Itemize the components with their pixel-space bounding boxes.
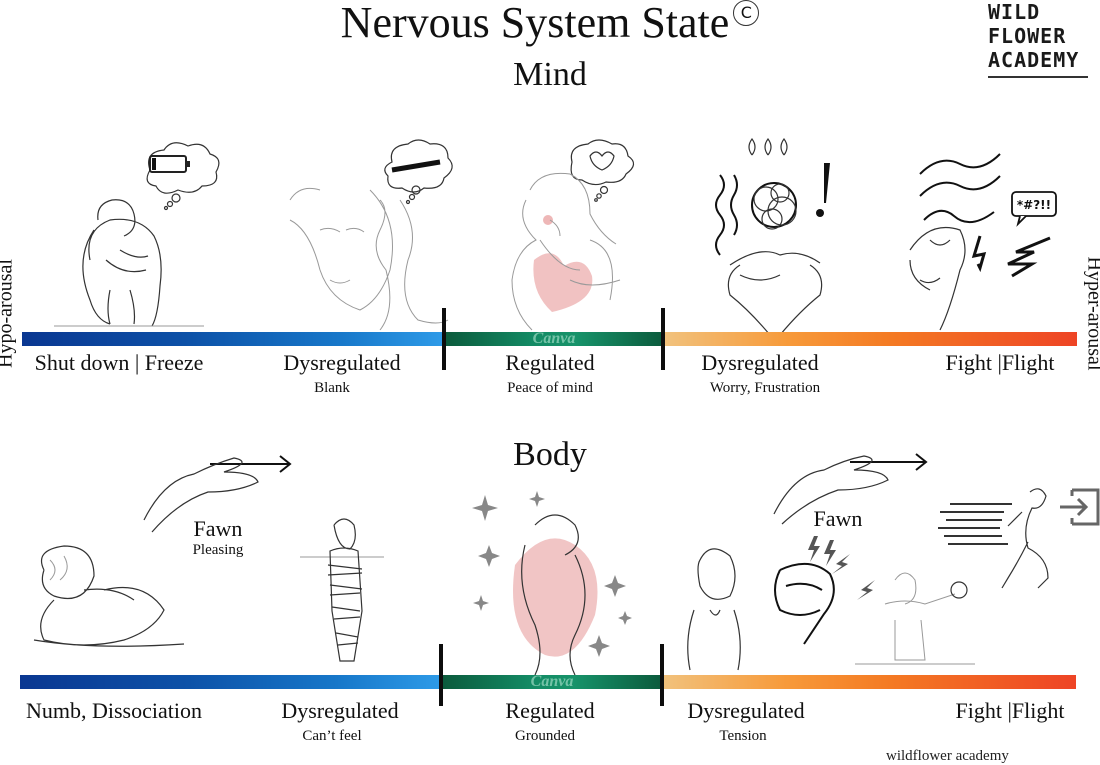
body-regulated-segment: Canva [442,675,662,689]
freeze-figure-illustration [50,140,220,330]
thought-cloud-icon [147,143,219,210]
body-state-sub-cant-feel: Can’t feel [262,728,402,745]
lightning-icon [808,536,850,574]
tangled-thoughts-icon [752,183,796,229]
arrow-right-icon [210,456,290,472]
mind-state-sub-blank: Blank [262,380,402,397]
body-window-right-divider [660,644,664,706]
canva-watermark: Canva [442,675,662,689]
mind-state-label-regulated: Regulated [470,350,630,376]
fawn-label-right: Fawn [788,506,888,532]
heart-thought-cloud-icon [571,140,633,201]
mind-state-label-fight-flight: Fight |Flight [930,350,1070,376]
curse-speech-bubble-icon: *#?!! [1012,192,1056,224]
regulated-mind-illustration [500,140,640,330]
logo-underline [988,76,1088,78]
mind-window-right-divider [661,308,665,370]
bound-figure-illustration [300,515,390,670]
blank-line-icon [392,162,440,170]
canva-watermark: Canva [444,332,664,346]
clenched-fist-illustration [760,530,860,650]
curse-text: *#?!! [1017,198,1051,212]
exclamation-icon [816,163,830,217]
anxious-woman-illustration [680,540,750,670]
logo-line-3: ACADEMY [988,48,1092,72]
body-state-sub-tension: Tension [668,728,818,745]
blank-face-illustration [280,140,460,330]
fawn-label-left: Fawn [168,516,268,542]
lightning-icon [974,236,1050,276]
mind-hypo-gradient-segment [22,332,444,346]
body-window-left-divider [439,644,443,706]
exit-icon [1060,490,1098,524]
body-hypo-gradient-segment [20,675,442,689]
low-battery-icon [150,156,190,172]
copyright-icon: C [733,0,759,26]
worry-figure-illustration [700,135,850,330]
body-state-label-fight-flight: Fight |Flight [940,698,1080,724]
logo-line-1: WILD [988,0,1092,24]
body-state-label-regulated: Regulated [470,698,630,724]
mind-regulated-segment: Canva [444,332,664,346]
body-state-label-dysregulated-high: Dysregulated [666,698,826,724]
mind-state-label-dysregulated-high: Dysregulated [680,350,840,376]
mind-state-label-freeze: Shut down | Freeze [18,350,220,376]
numb-figure-illustration [14,540,194,660]
body-state-label-dysregulated-low: Dysregulated [260,698,420,724]
runner-illustration [930,482,1100,592]
body-hyper-gradient-segment [662,675,1076,689]
wildflower-academy-logo: WILD FLOWER ACADEMY [988,0,1092,78]
mind-section-title: Mind [0,56,1100,94]
title-text: Nervous System State [341,0,730,47]
body-state-label-numb: Numb, Dissociation [14,698,214,724]
body-state-sub-grounded: Grounded [470,728,620,745]
angry-face-illustration: *#?!! [900,140,1070,330]
mind-hyper-gradient-segment [664,332,1077,346]
mind-window-left-divider [442,308,446,370]
lightning-icon [857,580,875,600]
grounded-body-illustration [475,485,635,675]
mind-state-sub-peace: Peace of mind [470,380,630,397]
logo-line-2: FLOWER [988,24,1092,48]
speed-lines-icon [938,504,1012,544]
footer-website-text: wildflower academy [886,748,1009,765]
mind-state-sub-worry: Worry, Frustration [680,380,850,397]
hyper-arousal-label: Hyper-arousal [1083,244,1100,384]
hypo-arousal-label: Hypo-arousal [0,244,18,384]
mind-state-label-dysregulated-low: Dysregulated [262,350,422,376]
